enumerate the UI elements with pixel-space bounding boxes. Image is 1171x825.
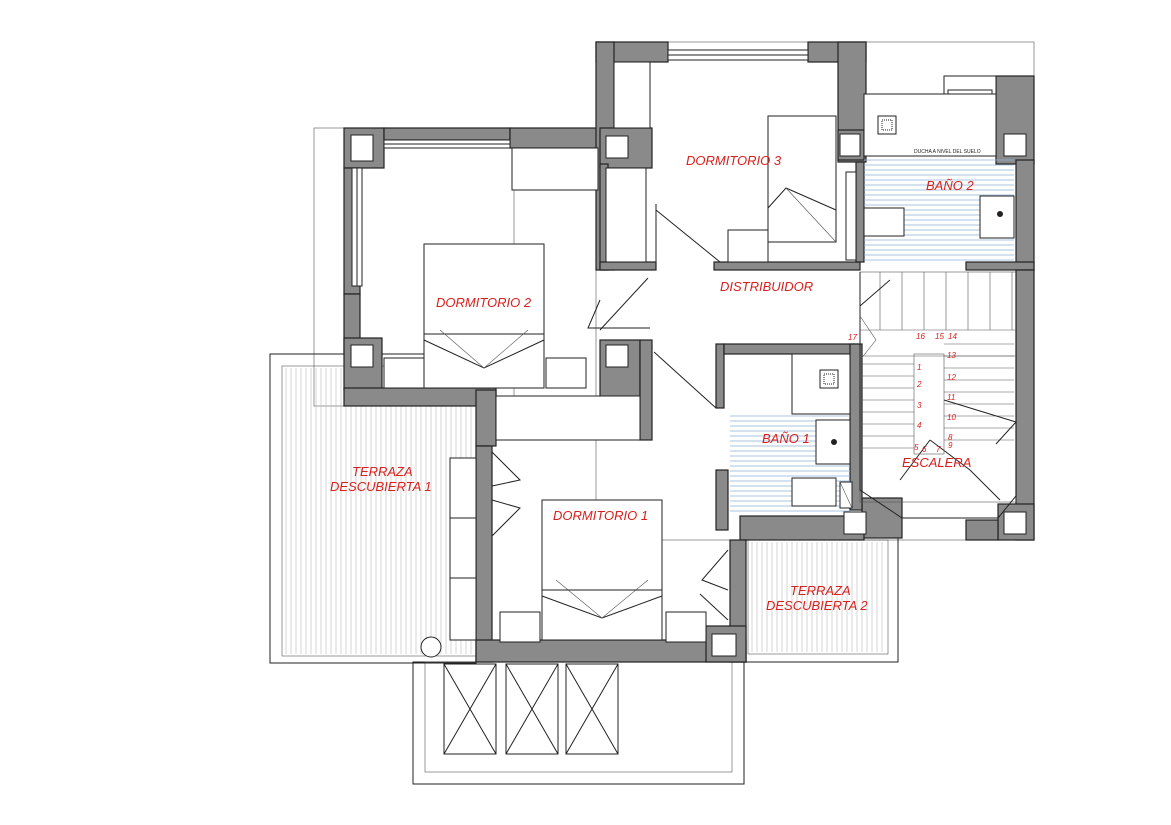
label-dormitorio-2: DORMITORIO 2 [436, 295, 532, 310]
room-labels: DORMITORIO 3 BAÑO 2 DUCHA A NIVEL DEL SU… [330, 149, 981, 613]
windows [351, 49, 997, 287]
stair-step-15: 15 [935, 332, 944, 341]
terraza-2-area [743, 527, 899, 663]
stair-step-3: 3 [917, 401, 922, 410]
stair-step-9: 9 [948, 441, 953, 450]
label-terraza-2-a: TERRAZA [790, 583, 851, 598]
label-ducha: DUCHA A NIVEL DEL SUELO [914, 149, 981, 155]
stair-step-8: 8 [948, 433, 953, 442]
escalera [859, 271, 1017, 519]
label-terraza-1-b: DESCUBIERTA 1 [330, 479, 432, 494]
stair-step-14: 14 [948, 332, 957, 341]
terraza-1-area [269, 353, 477, 664]
label-bano-1: BAÑO 1 [762, 431, 810, 446]
label-escalera: ESCALERA [902, 455, 971, 470]
stair-step-10: 10 [947, 413, 956, 422]
stair-step-17: 17 [848, 333, 857, 342]
stair-step-1: 1 [917, 363, 921, 372]
stair-step-13: 13 [947, 351, 956, 360]
label-terraza-2-b: DESCUBIERTA 2 [766, 598, 868, 613]
label-terraza-1-a: TERRAZA [352, 464, 413, 479]
stair-step-6: 6 [922, 445, 927, 454]
stair-step-11: 11 [947, 393, 955, 402]
label-bano-2: BAÑO 2 [926, 178, 974, 193]
distribuidor-lines [653, 350, 717, 409]
bano-1 [730, 353, 853, 512]
columns [350, 133, 1027, 657]
label-distribuidor: DISTRIBUIDOR [720, 279, 813, 294]
stair-step-12: 12 [947, 373, 956, 382]
stair-step-16: 16 [916, 332, 925, 341]
stair-step-4: 4 [917, 421, 922, 430]
stair-step-7: 7 [936, 445, 941, 454]
label-dormitorio-3: DORMITORIO 3 [686, 153, 782, 168]
front-planters [443, 663, 619, 755]
label-dormitorio-1: DORMITORIO 1 [553, 508, 648, 523]
stair-step-5: 5 [914, 443, 919, 452]
dormitorio-1-furniture [449, 395, 729, 643]
bano-2 [845, 93, 1015, 261]
dormitorio-2-furniture [383, 147, 650, 389]
stair-step-2: 2 [916, 380, 922, 389]
dormitorio-3-furniture [605, 61, 837, 270]
